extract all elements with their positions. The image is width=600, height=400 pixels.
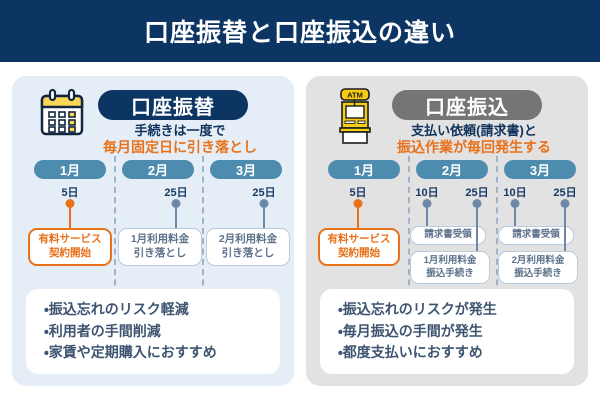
event-dot [259, 199, 269, 208]
header-bar: 口座振替と口座振込の違い [0, 0, 600, 62]
event-dot [65, 199, 75, 208]
card-line-1: 1月利用料金 [423, 255, 477, 267]
month-pill-3: 3月 [210, 160, 282, 179]
event-day-label: 10日 [415, 187, 439, 199]
event-day-label: 5日 [61, 187, 79, 199]
event-dot [171, 199, 181, 208]
card-line-1: 請求書受領 [512, 229, 560, 241]
panel-header-direct-debit: 口座振替 手続きは一度で 毎月固定日に引き落とし [20, 86, 286, 156]
comparison-panels: 口座振替 手続きは一度で 毎月固定日に引き落とし 1月 2月 3月 [0, 62, 600, 400]
card-line-1: 有料サービス [38, 233, 102, 246]
events-right: 5日 有料サービス 契約開始 10日 請求書 [314, 184, 580, 312]
event-dot [510, 199, 520, 208]
event-stem [263, 207, 265, 229]
event-day-label: 25日 [164, 187, 188, 199]
card-line-2: 振込手続き [514, 267, 562, 279]
month-pill-2: 2月 [122, 160, 194, 179]
lead-line2: 毎月固定日に引き落とし [103, 139, 257, 156]
event-stem [564, 207, 566, 252]
atm-icon: ATM [332, 88, 380, 144]
month-row-left: 1月 2月 3月 [20, 156, 286, 306]
summary-item: ・家賃や定期購入におすすめ [44, 344, 217, 361]
event-dot [560, 199, 570, 208]
card-line-2: 引き落とし [221, 247, 275, 259]
summary-item: ・毎月振込の手間が発生 [338, 322, 483, 339]
events-left: 5日 有料サービス 契約開始 25日 1月利 [20, 184, 290, 312]
page-title: 口座振替と口座振込の違い [143, 19, 456, 47]
lead-line1: 支払い依頼(請求書)と [411, 123, 537, 138]
month-divider-2 [202, 156, 204, 306]
event-stem [476, 207, 478, 252]
event-card-right-5: 2月利用料金 振込手続き [498, 251, 578, 284]
event-stem [357, 207, 359, 229]
card-line-1: 請求書受領 [424, 229, 472, 241]
panel-header-bank-transfer: ATM 口座振込 支払い依頼(請求書)と 振込作業が毎回発生する [314, 86, 580, 156]
card-line-2: 契約開始 [49, 247, 91, 259]
summary-list: ・振込忘れのリスク軽減 ・利用者の手間削減 ・家賃や定期購入におすすめ [44, 299, 272, 364]
event-day-label: 10日 [503, 187, 527, 199]
summary-item: ・振込忘れのリスクが発生 [338, 300, 497, 317]
event-card-right-2: 請求書受領 [410, 226, 486, 245]
lead-line1: 手続きは一度で [134, 123, 226, 138]
event-dot [353, 199, 363, 208]
summary-list: ・振込忘れのリスクが発生 ・毎月振込の手間が発生 ・都度支払いにおすすめ [338, 299, 566, 364]
event-card-right-3: 請求書受領 [498, 226, 574, 245]
calendar-icon [38, 88, 86, 140]
summary-item: ・振込忘れのリスク軽減 [44, 300, 189, 317]
event-day-label: 25日 [252, 187, 276, 199]
event-stem [514, 207, 516, 227]
event-day-label: 5日 [349, 187, 367, 199]
event-stem [175, 207, 177, 229]
event-card-left-2: 1月利用料金 引き落とし [118, 228, 202, 266]
card-line-1: 1月利用料金 [130, 233, 190, 246]
event-card-left-1: 有料サービス 契約開始 [28, 228, 112, 266]
card-line-1: 2月利用料金 [511, 255, 565, 267]
event-card-right-4: 1月利用料金 振込手続き [410, 251, 490, 284]
card-line-2: 振込手続き [426, 267, 474, 279]
summary-item: ・利用者の手間削減 [44, 322, 161, 339]
lead-text-direct-debit: 手続きは一度で 毎月固定日に引き落とし [80, 123, 280, 157]
svg-text:ATM: ATM [347, 91, 363, 100]
panel-direct-debit: 口座振替 手続きは一度で 毎月固定日に引き落とし 1月 2月 3月 [12, 76, 294, 386]
summary-item: ・都度支払いにおすすめ [338, 344, 483, 361]
summary-direct-debit: ・振込忘れのリスク軽減 ・利用者の手間削減 ・家賃や定期購入におすすめ [26, 288, 280, 374]
panel-bank-transfer: ATM 口座振込 支払い依頼(請求書)と 振込作業が毎回発生する [306, 76, 588, 386]
event-day-label: 25日 [553, 187, 577, 199]
lead-line2: 振込作業が毎回発生する [397, 139, 551, 156]
event-card-right-1: 有料サービス 契約開始 [318, 228, 400, 266]
event-dot [422, 199, 432, 208]
card-line-2: 契約開始 [338, 247, 380, 259]
event-card-left-3: 2月利用料金 引き落とし [206, 228, 290, 266]
month-pill-2: 2月 [416, 160, 488, 179]
month-pill-3: 3月 [504, 160, 576, 179]
month-pill-1: 1月 [34, 160, 106, 179]
event-stem [69, 207, 71, 229]
summary-bank-transfer: ・振込忘れのリスクが発生 ・毎月振込の手間が発生 ・都度支払いにおすすめ [320, 288, 574, 374]
badge-direct-debit: 口座振替 [98, 90, 248, 120]
month-divider-1 [114, 156, 116, 306]
card-line-1: 有料サービス [327, 233, 391, 246]
month-divider-1 [408, 156, 410, 306]
badge-bank-transfer: 口座振込 [392, 90, 542, 120]
month-row-right: 1月 2月 3月 [314, 156, 580, 306]
lead-text-bank-transfer: 支払い依頼(請求書)と 振込作業が毎回発生する [374, 123, 574, 157]
event-dot [472, 199, 482, 208]
timeline-direct-debit: 1月 2月 3月 5日 有料サービス 契約開始 [20, 156, 290, 312]
month-pill-1: 1月 [328, 160, 400, 179]
month-divider-2 [496, 156, 498, 306]
timeline-bank-transfer: 1月 2月 3月 5日 有料サービス 契約開始 [314, 156, 580, 312]
card-line-1: 2月利用料金 [218, 233, 278, 246]
card-line-2: 引き落とし [133, 247, 187, 259]
event-stem [426, 207, 428, 227]
event-day-label: 25日 [465, 187, 489, 199]
